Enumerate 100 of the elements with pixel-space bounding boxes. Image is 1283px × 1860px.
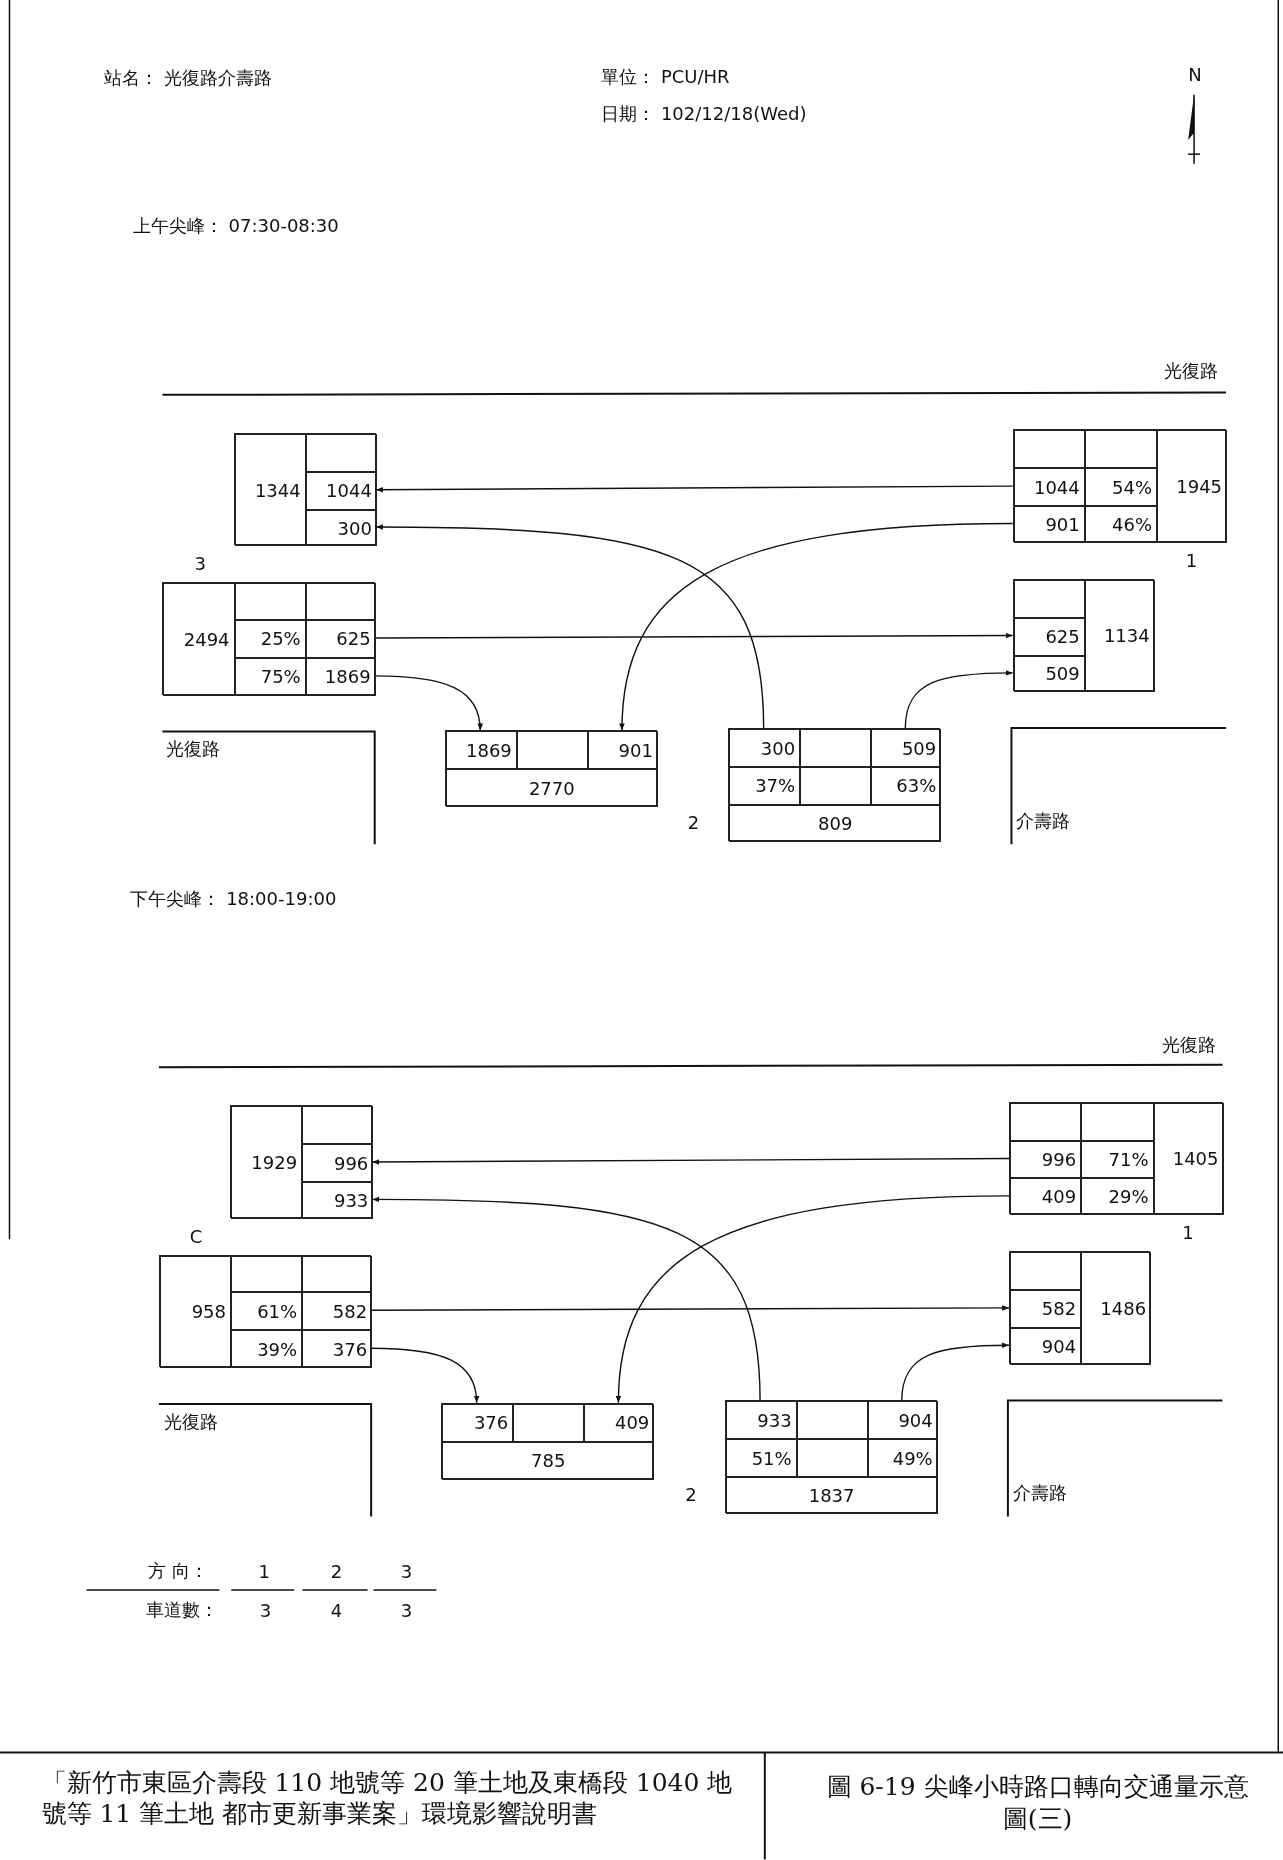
traffic-volume: 901 xyxy=(618,739,653,761)
flow-arrow xyxy=(371,1157,1010,1165)
traffic-volume: 37% xyxy=(755,775,796,797)
count-cell xyxy=(305,657,376,696)
count-cell xyxy=(725,1439,797,1478)
road-name: 光復路 xyxy=(163,1409,218,1434)
flow-arrow xyxy=(371,1196,761,1402)
count-cell xyxy=(1153,1102,1224,1216)
count-cell xyxy=(584,1403,655,1442)
count-cell xyxy=(302,1144,374,1182)
empty-cell xyxy=(1013,430,1085,469)
road-name: 介壽路 xyxy=(1012,1480,1067,1505)
road-name: 光復路 xyxy=(1162,1032,1217,1057)
turning-count-table xyxy=(1009,1101,1223,1215)
traffic-volume: 809 xyxy=(818,812,853,834)
traffic-volume: 300 xyxy=(760,737,796,759)
empty-cell xyxy=(516,731,588,770)
approach-number: 3 xyxy=(194,552,206,574)
empty-cell xyxy=(302,1106,374,1145)
traffic-volume: 71% xyxy=(1108,1148,1149,1170)
traffic-volume: 1929 xyxy=(251,1151,298,1173)
direction-heading: 方 向： xyxy=(148,1559,208,1584)
count-cell xyxy=(231,1106,303,1219)
count-cell xyxy=(725,1477,938,1514)
direction-value: 1 xyxy=(258,1560,270,1582)
traffic-volume: 25% xyxy=(260,628,301,650)
traffic-volume: 61% xyxy=(257,1300,298,1322)
road-name: 介壽路 xyxy=(1016,808,1071,833)
turning-count-table xyxy=(728,728,941,841)
traffic-volume: 409 xyxy=(614,1412,650,1434)
traffic-volume: 996 xyxy=(1041,1148,1077,1170)
flow-arrow xyxy=(616,1195,1010,1404)
approach-number: C xyxy=(189,1225,203,1247)
traffic-volume: 1486 xyxy=(1100,1297,1147,1319)
unit-label: 單位： PCU/HR xyxy=(601,65,730,90)
traffic-volume: 582 xyxy=(1041,1298,1077,1320)
count-cell xyxy=(729,729,801,767)
traffic-volume: 75% xyxy=(260,666,301,688)
turning-count-table xyxy=(233,432,376,546)
traffic-volume: 29% xyxy=(1108,1186,1149,1208)
count-cell xyxy=(234,433,306,547)
traffic-volume: 1044 xyxy=(326,480,372,502)
traffic-volume: 958 xyxy=(191,1301,227,1323)
count-cell xyxy=(1084,506,1158,543)
date-label: 日期： 102/12/18(Wed) xyxy=(601,101,807,126)
traffic-volume: 1837 xyxy=(808,1485,855,1507)
traffic-volume: 1044 xyxy=(1033,476,1080,498)
lane-count: 4 xyxy=(330,1599,343,1621)
approach-number: 2 xyxy=(685,1483,697,1505)
count-cell xyxy=(159,1255,232,1369)
flow-arrow xyxy=(370,1305,1010,1311)
lane-count: 3 xyxy=(400,1599,413,1621)
traffic-volume: 1344 xyxy=(254,479,301,501)
empty-cell xyxy=(305,433,377,472)
flow-arrow xyxy=(375,524,765,729)
empty-cell xyxy=(513,1403,585,1442)
traffic-volume: 625 xyxy=(336,628,371,650)
traffic-volume: 933 xyxy=(333,1189,369,1211)
figure-caption: 圖 6-19 尖峰小時路口轉向交通量示意圖(三) xyxy=(825,1771,1250,1834)
road-name: 光復路 xyxy=(1164,359,1219,384)
count-cell xyxy=(1081,1251,1152,1365)
traffic-volume: 300 xyxy=(337,517,372,539)
count-cell xyxy=(234,619,306,658)
empty-cell xyxy=(231,1255,303,1293)
traffic-volume: 39% xyxy=(257,1338,298,1360)
approach-number: 1 xyxy=(1185,549,1198,571)
traffic-volume: 2494 xyxy=(183,629,230,650)
turning-count-table xyxy=(230,1105,373,1218)
count-cell xyxy=(1013,468,1085,507)
count-cell xyxy=(445,731,517,770)
flow-arrow xyxy=(901,1342,1010,1402)
count-cell xyxy=(871,729,942,767)
turning-count-table xyxy=(444,730,657,807)
traffic-volume: 1945 xyxy=(1176,476,1223,498)
approach-number: 1 xyxy=(1182,1221,1194,1243)
count-cell xyxy=(305,509,377,547)
empty-cell xyxy=(796,1401,868,1440)
traffic-volume: 933 xyxy=(757,1409,792,1431)
empty-cell xyxy=(796,1439,868,1478)
flow-arrow xyxy=(374,675,483,732)
traffic-volume: 46% xyxy=(1112,514,1153,535)
peak-period-label: 上午尖峰： 07:30-08:30 xyxy=(132,214,339,239)
traffic-volume: 509 xyxy=(1045,663,1080,685)
direction-value: 2 xyxy=(330,1560,343,1582)
empty-cell xyxy=(305,583,376,620)
empty-cell xyxy=(800,729,872,767)
count-cell xyxy=(1013,655,1085,693)
road-name: 光復路 xyxy=(166,737,220,762)
traffic-volume: 409 xyxy=(1041,1186,1077,1208)
traffic-volume: 1405 xyxy=(1172,1148,1219,1170)
traffic-volume: 996 xyxy=(333,1152,369,1174)
traffic-volume: 785 xyxy=(531,1450,566,1472)
traffic-volume: 625 xyxy=(1045,626,1080,648)
flow-arrow xyxy=(370,1347,479,1404)
count-cell xyxy=(234,657,306,696)
count-cell xyxy=(231,1292,303,1331)
count-cell xyxy=(1081,1178,1154,1216)
count-cell xyxy=(729,767,801,805)
traffic-volume: 1869 xyxy=(466,739,512,761)
traffic-volume: 901 xyxy=(1045,514,1080,535)
